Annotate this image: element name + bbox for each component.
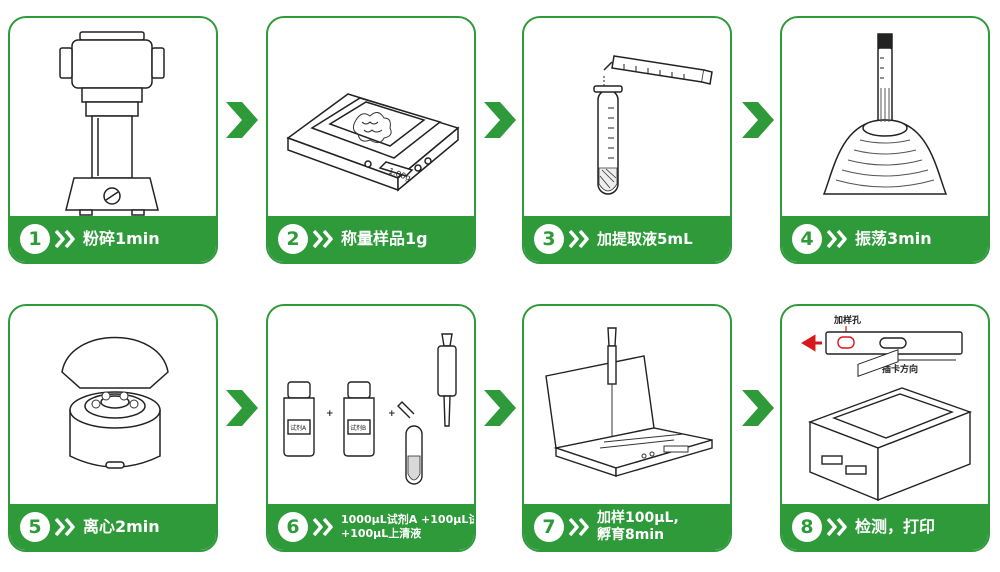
step-label-line-2: +100μL上清液 — [341, 527, 422, 540]
step-card-5: 5 离心2min — [8, 304, 218, 552]
plus-sign: + — [388, 409, 396, 419]
arrow-right-icon — [484, 390, 516, 426]
insert-direction-label: 插卡方向 — [882, 363, 918, 375]
step-card-2: 1.00g 2 称量样品1g — [266, 16, 476, 264]
step-number: 4 — [792, 224, 822, 254]
step-label: 离心2min — [83, 517, 160, 536]
step-label-line-2: 孵育8min — [597, 527, 665, 543]
step-number: 3 — [534, 224, 564, 254]
scale-illustration: 1.00g — [286, 93, 460, 192]
step-label: 粉碎1min — [83, 229, 160, 248]
incubator-illustration — [545, 327, 713, 477]
step-label-line-1: 1000μL试剂A +100μL试剂B — [341, 513, 474, 526]
step-card-3: 3 加提取液5mL — [522, 16, 732, 264]
step-label: 1000μL试剂A +100μL试剂B +100μL上清液 — [341, 513, 474, 541]
step-band-7: 7 加样100μL, 孵育8min — [524, 504, 730, 550]
double-chevron-icon — [55, 518, 77, 536]
step-band-3: 3 加提取液5mL — [524, 216, 730, 262]
analyzer-illustration: 加样孔 插卡方向 — [801, 314, 973, 502]
step-label: 检测，打印 — [855, 517, 936, 536]
step-card-7: 7 加样100μL, 孵育8min — [522, 304, 732, 552]
step-band-5: 5 离心2min — [10, 504, 216, 550]
reagent-bottles-illustration: + + 试剂A 试剂B — [283, 333, 457, 485]
insert-direction-arrow-icon — [801, 334, 822, 352]
step-number: 8 — [792, 512, 822, 542]
bottle-a-label: 试剂A — [290, 424, 307, 432]
step-number: 5 — [20, 512, 50, 542]
step-number: 7 — [534, 512, 564, 542]
step-label: 称量样品1g — [341, 229, 428, 248]
grinder-illustration — [59, 31, 165, 216]
extraction-tube-illustration — [593, 55, 713, 195]
step-band-4: 4 振荡3min — [782, 216, 988, 262]
centrifuge-illustration — [61, 336, 169, 469]
sample-hole-label: 加样孔 — [833, 314, 861, 326]
double-chevron-icon — [827, 518, 849, 536]
step-label: 加样100μL, 孵育8min — [597, 510, 679, 544]
step-band-1: 1 粉碎1min — [10, 216, 216, 262]
step-label: 加提取液5mL — [597, 230, 693, 248]
arrow-right-icon — [742, 102, 774, 138]
vortex-mixer-illustration — [822, 33, 948, 195]
step-band-8: 8 检测，打印 — [782, 504, 988, 550]
arrow-right-icon — [742, 390, 774, 426]
step-card-4: 4 振荡3min — [780, 16, 990, 264]
double-chevron-icon — [827, 230, 849, 248]
double-chevron-icon — [313, 518, 335, 536]
double-chevron-icon — [569, 518, 591, 536]
step-number: 2 — [278, 224, 308, 254]
step-card-6: + + 试剂A 试剂B 6 1000μL试剂A +100μL试剂B +100μL… — [266, 304, 476, 552]
step-card-8: 加样孔 插卡方向 8 检测，打印 — [780, 304, 990, 552]
bottle-b-label: 试剂B — [350, 424, 366, 432]
step-number: 1 — [20, 224, 50, 254]
step-label-line-1: 加样100μL, — [597, 510, 679, 526]
double-chevron-icon — [313, 230, 335, 248]
double-chevron-icon — [569, 230, 591, 248]
step-band-2: 2 称量样品1g — [268, 216, 474, 262]
step-number: 6 — [278, 512, 308, 542]
step-band-6: 6 1000μL试剂A +100μL试剂B +100μL上清液 — [268, 504, 474, 550]
plus-sign: + — [326, 409, 334, 419]
arrow-right-icon — [226, 102, 258, 138]
arrow-right-icon — [484, 102, 516, 138]
double-chevron-icon — [55, 230, 77, 248]
step-label: 振荡3min — [855, 229, 932, 248]
step-card-1: 1 粉碎1min — [8, 16, 218, 264]
arrow-right-icon — [226, 390, 258, 426]
